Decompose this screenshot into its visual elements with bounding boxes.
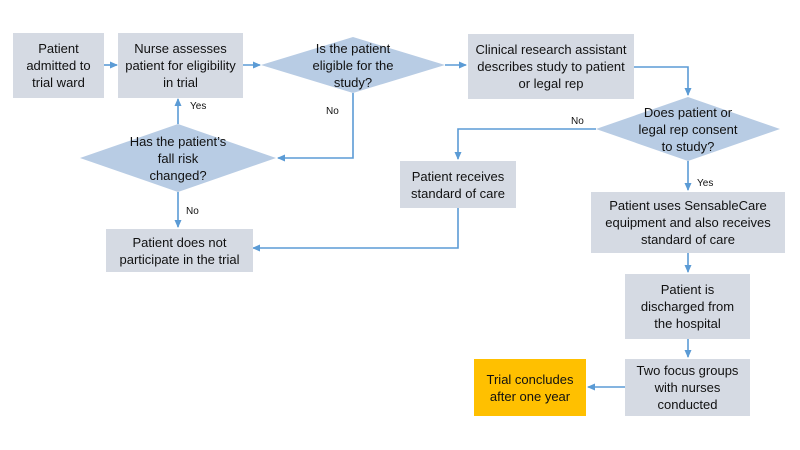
trial-concludes-text: Trial concludes after one year: [486, 371, 574, 404]
fall-risk-yes-label: Yes: [190, 101, 207, 112]
nurse-assess-text: Nurse assesses patient for eligibility i…: [125, 41, 236, 90]
fall-risk-question: Has the patient’s fall risk changed?: [129, 133, 227, 183]
discharged-box: Patient is discharged from the hospital: [625, 274, 750, 339]
consent-diamond: [596, 97, 780, 161]
fall-risk-no-label: No: [186, 206, 199, 217]
fall-risk-diamond: [80, 124, 276, 192]
standard-care-box: Patient receives standard of care: [400, 161, 516, 208]
cra-box: Clinical research assistant describes st…: [468, 34, 634, 99]
eligible-no-label: No: [326, 106, 339, 117]
nurse-assess-box: Nurse assesses patient for eligibility i…: [118, 33, 243, 98]
focus-groups-box: Two focus groups with nurses conducted: [625, 359, 750, 416]
equipment-text: Patient uses SensableCare equipment and …: [605, 198, 771, 247]
arrow-consent-no-to-standard-care: [454, 128, 596, 160]
consent-question: Does patient or legal rep consent to stu…: [638, 104, 738, 154]
consent-yes-label: Yes: [697, 178, 714, 189]
arrow-standard-care-to-not-participate: [252, 208, 459, 252]
admitted-box: Patient admitted to trial ward: [13, 33, 104, 98]
eligible-diamond: [261, 37, 445, 93]
equipment-box: Patient uses SensableCare equipment and …: [591, 192, 785, 253]
cra-text: Clinical research assistant describes st…: [475, 42, 627, 91]
consent-no-label: No: [571, 116, 584, 127]
trial-concludes-box: Trial concludes after one year: [474, 359, 586, 416]
eligible-question: Is the patient eligible for the study?: [312, 40, 394, 90]
not-participate-text: Patient does not participate in the tria…: [119, 234, 240, 267]
focus-groups-text: Two focus groups with nurses conducted: [636, 363, 739, 412]
admitted-text: Patient admitted to trial ward: [26, 41, 91, 90]
arrow-cra-to-consent: [634, 66, 692, 96]
arrow-eligible-no-to-fall-risk: [277, 93, 354, 162]
discharged-text: Patient is discharged from the hospital: [640, 282, 735, 331]
standard-care-text: Patient receives standard of care: [411, 168, 505, 201]
not-participate-box: Patient does not participate in the tria…: [106, 229, 253, 272]
